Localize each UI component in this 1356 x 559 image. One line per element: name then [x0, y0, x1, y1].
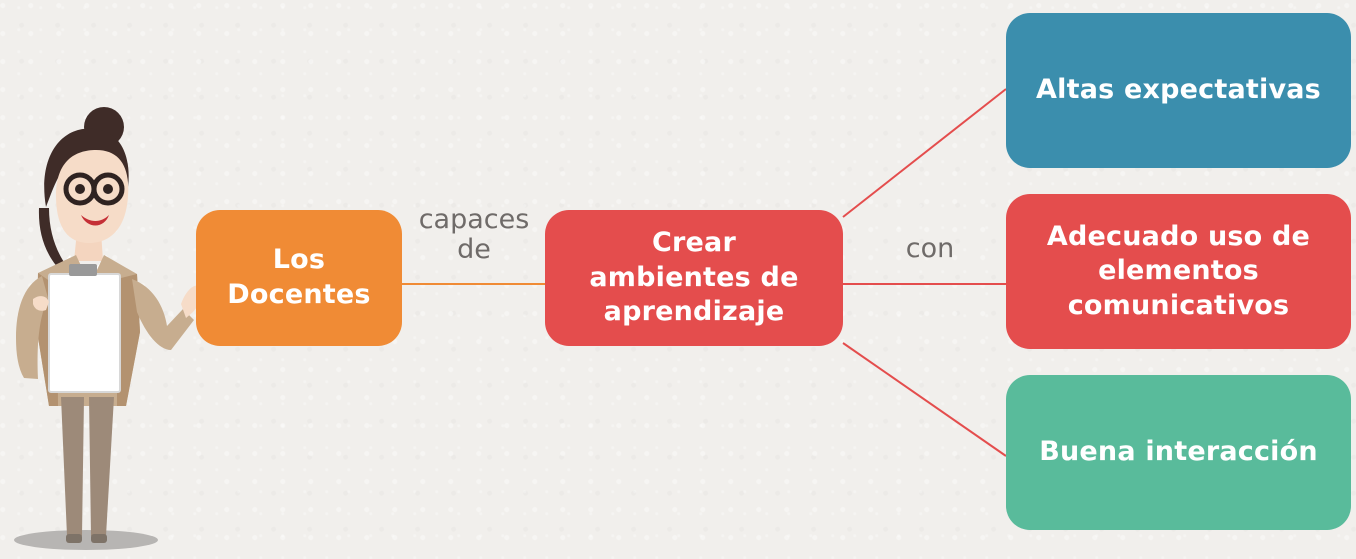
left-leg — [61, 397, 84, 536]
edge-label-capaces-de: capaces de — [418, 204, 530, 266]
left-hand — [33, 296, 49, 311]
node-buena-interaccion: Buena interacción — [1006, 375, 1351, 530]
jacket-shadow-right — [117, 274, 140, 406]
node-adecuado-uso: Adecuado uso de elementos comunicativos — [1006, 194, 1351, 349]
hair-side — [38, 208, 74, 276]
left-shoe — [66, 534, 82, 543]
mouth — [81, 215, 109, 226]
right-shoe — [91, 534, 107, 543]
right-leg — [89, 397, 114, 536]
hair — [44, 128, 129, 207]
teacher-shadow — [14, 530, 158, 550]
node-buena-interaccion-text: Buena interacción — [1039, 436, 1318, 468]
node-altas-expectativas-text: Altas expectativas — [1036, 74, 1321, 106]
connector-center-top — [842, 88, 1007, 218]
connector-center-bottom — [842, 342, 1007, 457]
edge-label-con: con — [905, 233, 955, 264]
paper-sheet — [48, 273, 121, 393]
node-los-docentes: Los Docentes — [196, 210, 402, 346]
glasses-icon — [63, 172, 125, 206]
node-crear-ambientes-text: Crear ambientes de aprendizaje — [589, 227, 799, 328]
node-adecuado-uso-text: Adecuado uso de elementos comunicativos — [1046, 220, 1311, 321]
right-arm — [132, 279, 194, 350]
node-crear-ambientes: Crear ambientes de aprendizaje — [545, 210, 843, 346]
node-los-docentes-text: Los Docentes — [227, 244, 371, 310]
teacher-illustration — [14, 107, 204, 550]
paper-clip — [69, 264, 97, 276]
node-altas-expectativas: Altas expectativas — [1006, 13, 1351, 168]
